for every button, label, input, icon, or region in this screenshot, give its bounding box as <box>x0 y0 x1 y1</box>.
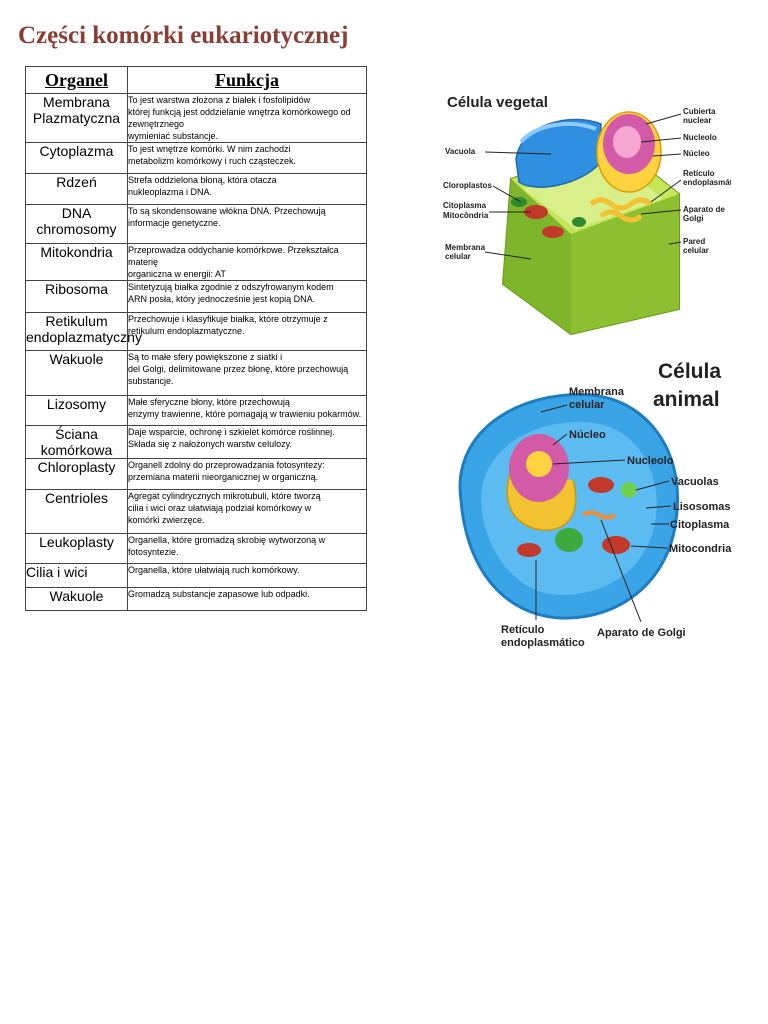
organelle-function: Są to małe sfery powiększone z siatki i … <box>127 350 367 396</box>
organelle-name: Mitokondria <box>25 243 128 281</box>
animal-cell-diagram: Célula animal Membrana celular Núcleo Nu… <box>458 360 732 649</box>
table-row: Leukoplasty Organella, które gromadzą sk… <box>25 533 367 564</box>
organelle-name: Retikulum endoplazmatyczny <box>25 312 142 351</box>
organelle-name: Membrana Plazmatyczna <box>25 93 128 143</box>
animal-label: Nucleolo <box>627 455 674 467</box>
plant-label: Citoplasma <box>443 201 487 210</box>
animal-label: Vacuolas <box>671 476 719 488</box>
table-row: Cytoplazma To jest wnętrze komórki. W ni… <box>25 142 367 174</box>
plant-cell-title: Célula vegetal <box>447 94 548 111</box>
animal-label: Núcleo <box>569 429 606 441</box>
table-row: Ribosoma Sintetyzują białka zgodnie z od… <box>25 280 367 313</box>
header-function: Funkcja <box>127 66 367 94</box>
plant-label: Membrana <box>445 243 486 252</box>
table-row: DNA chromosomy To są skondensowane włókn… <box>25 204 367 244</box>
plant-label: Núcleo <box>683 149 710 158</box>
plant-label: Mitocôndria <box>443 211 489 220</box>
plant-label: Vacuola <box>445 147 476 156</box>
table-row: Cilia i wici Organella, które ułatwiają … <box>25 563 367 588</box>
organelle-function: Gromadzą substancje zapasowe lub odpadki… <box>127 587 367 611</box>
animal-label: celular <box>569 399 605 411</box>
plant-label: nuclear <box>683 116 711 125</box>
organelle-function: To jest wnętrze komórki. W nim zachodzi … <box>127 142 367 174</box>
table-header-row: Organel Funkcja <box>25 66 367 94</box>
organelle-name: Rdzeń <box>25 173 128 205</box>
organelle-function: Małe sferyczne błony, które przechowują … <box>127 395 367 426</box>
table-row: Mitokondria Przeprowadza oddychanie komó… <box>25 243 367 281</box>
organelle-name: Leukoplasty <box>25 533 128 564</box>
animal-label: Mitocondria <box>669 543 732 555</box>
table-row: Membrana Plazmatyczna To jest warstwa zł… <box>25 93 367 143</box>
animal-label: Retículo <box>501 624 545 636</box>
organelle-function: To jest warstwa złożona z białek i fosfo… <box>127 93 367 143</box>
header-organelle: Organel <box>25 66 128 94</box>
plant-label: Retículo <box>683 169 715 178</box>
animal-label: Lisosomas <box>673 501 730 513</box>
plant-label: Cloroplastos <box>443 181 492 190</box>
plant-label: Pared <box>683 237 705 246</box>
organelle-table: Organel Funkcja Membrana Plazmatyczna To… <box>25 66 367 611</box>
organelle-function: Agregat cylindrycznych mikrotubuli, któr… <box>127 489 367 534</box>
organelle-function: Organell zdolny do przeprowadzania fotos… <box>127 458 367 490</box>
animal-cell-title: animal <box>653 388 720 411</box>
page-title: Części komórki eukariotycznej <box>18 22 349 49</box>
organelle-name: Wakuole <box>25 350 128 396</box>
table-row: Ściana komórkowa Daje wsparcie, ochronę … <box>25 425 367 459</box>
plant-cell-diagram: Célula vegetal Vacuola Cloroplastos Cito… <box>441 84 731 340</box>
organelle-name: Lizosomy <box>25 395 128 426</box>
plant-label: celular <box>683 246 709 255</box>
table-row: Rdzeń Strefa oddzielona błoną, która ota… <box>25 173 367 205</box>
organelle-name: Wakuole <box>25 587 128 611</box>
organelle-name: Chloroplasty <box>25 458 128 490</box>
organelle-name: Centrioles <box>25 489 128 534</box>
table-row: Centrioles Agregat cylindrycznych mikrot… <box>25 489 367 534</box>
organelle-function: Organella, które ułatwiają ruch komórkow… <box>127 563 367 588</box>
organelle-function: To są skondensowane włókna DNA. Przechow… <box>127 204 367 244</box>
organelle-name: DNA chromosomy <box>25 204 128 244</box>
organelle-function: Organella, które gromadzą skrobię wytwor… <box>127 533 367 564</box>
plant-label: Golgi <box>683 214 703 223</box>
animal-label: Aparato de Golgi <box>597 627 686 639</box>
plant-label: celular <box>445 252 471 261</box>
organelle-function: Daje wsparcie, ochronę i szkielet komórc… <box>127 425 367 459</box>
organelle-name: Ribosoma <box>25 280 128 313</box>
table-row: Lizosomy Małe sferyczne błony, które prz… <box>25 395 367 426</box>
animal-cell-title: Célula <box>658 360 721 383</box>
animal-label: Citoplasma <box>670 519 730 531</box>
table-row: Wakuole Gromadzą substancje zapasowe lub… <box>25 587 367 611</box>
table-row: Wakuole Są to małe sfery powiększone z s… <box>25 350 367 396</box>
plant-label: Cubierta <box>683 107 716 116</box>
organelle-name: Ściana komórkowa <box>25 425 128 459</box>
organelle-function: Strefa oddzielona błoną, która otacza nu… <box>127 173 367 205</box>
organelle-name: Cytoplazma <box>25 142 128 174</box>
table-row: Chloroplasty Organell zdolny do przeprow… <box>25 458 367 490</box>
organelle-function: Sintetyzują białka zgodnie z odszyfrowan… <box>127 280 367 313</box>
organelle-function: Przeprowadza oddychanie komórkowe. Przek… <box>127 243 367 281</box>
organelle-name: Cilia i wici <box>25 563 128 588</box>
table-row: Retikulum endoplazmatyczny Przechowuje i… <box>25 312 367 351</box>
plant-label: endoplasmático <box>683 178 731 187</box>
plant-label: Nucleolo <box>683 133 717 142</box>
animal-label: Membrana <box>569 386 625 398</box>
plant-label: Aparato de <box>683 205 725 214</box>
animal-label: endoplasmático <box>501 637 585 649</box>
organelle-function: Przechowuje i klasyfikuje białka, które … <box>127 312 367 351</box>
